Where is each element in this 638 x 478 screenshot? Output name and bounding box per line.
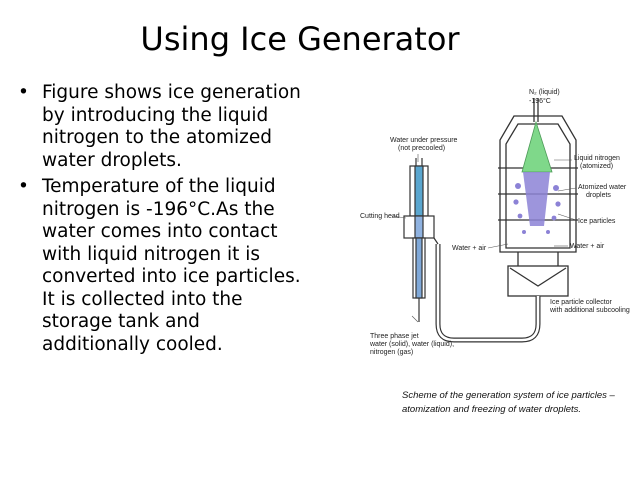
ice-generator-diagram: N₂ (liquid) -196°C Water under pressure … [358,76,638,424]
label-liquid-nitrogen: Liquid nitrogen [574,155,620,162]
bullet-item: • Temperature of the liquid nitrogen is … [14,176,304,356]
atomized-droplets [513,172,561,234]
label-cutting-head: Cutting head [360,213,400,220]
label-subcooling: with additional subcooling [549,307,630,314]
label-water-air-right: Water + air [570,243,605,250]
bullet-dot: • [18,82,29,103]
label-three-phase-jet: Three phase jet [370,333,419,340]
label-atomized-water: Atomized water [578,184,627,191]
label-n2-temp: -196°C [529,97,551,105]
bullet-item: • Figure shows ice generation by introduc… [14,82,304,172]
label-droplets: droplets [586,192,611,199]
label-nitrogen-gas: nitrogen (gas) [370,349,413,356]
label-collector: Ice particle collector [550,299,613,306]
hose-joint [433,237,439,245]
cutting-head [403,158,435,322]
figure-caption-line-2: atomization and freezing of water drople… [402,404,581,415]
ice-generator-figure: N₂ (liquid) -196°C Water under pressure … [358,76,638,424]
feed-hose-inner [436,244,540,342]
leader-lines [391,154,577,323]
bullet-list: • Figure shows ice generation by introduc… [14,82,304,360]
label-water-phases: water (solid), water (liquid), [369,341,454,348]
label-not-precooled: (not precooled) [398,145,445,152]
figure-caption-line-1: Scheme of the generation system of ice p… [402,390,616,401]
label-ice-particles: Ice particles [578,218,616,225]
figure-background [358,76,638,424]
label-atomized: (atomized) [580,163,613,170]
label-water-air-left: Water + air [452,245,487,252]
bullet-text: Figure shows ice generation by introduci… [42,82,301,171]
slide-title: Using Ice Generator [140,20,460,58]
label-water-pressure: Water under pressure [390,137,458,144]
bullet-dot: • [18,176,29,197]
label-n2-liquid: N₂ (liquid) [529,89,560,96]
bullet-text: Temperature of the liquid nitrogen is -1… [42,176,301,355]
